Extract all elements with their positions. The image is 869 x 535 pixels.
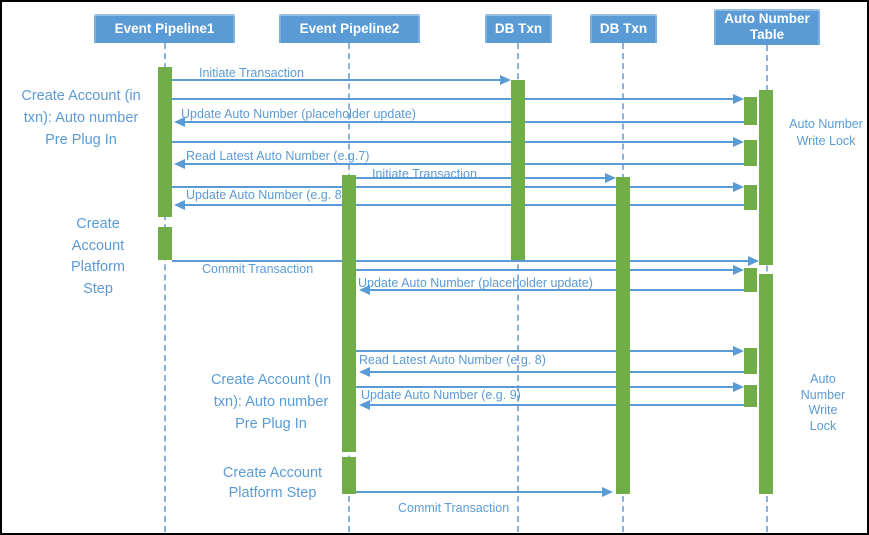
message-label: Commit Transaction	[202, 262, 314, 276]
arrowhead-left-icon	[174, 117, 185, 127]
write-lock-bar-1	[744, 97, 757, 125]
write-lock-bar-4	[744, 268, 757, 292]
message-line	[185, 163, 746, 165]
lifeline-db-txn-1	[517, 43, 519, 532]
message-label: Commit Transaction	[398, 501, 510, 515]
arrowhead-right-icon	[733, 137, 744, 147]
note-auto-number-write-lock-1: Auto Number Write Lock	[789, 117, 863, 148]
arrowhead-right-icon	[733, 94, 744, 104]
note-create-account-pre-plugin-2: Create Account (In txn): Auto number Pre…	[210, 372, 332, 432]
actor-db-txn-1: DB Txn	[485, 14, 552, 43]
message-line	[185, 121, 746, 123]
message-line	[370, 404, 746, 406]
message-label: Update Auto Number (placeholder update)	[358, 276, 593, 290]
message-label: Update Auto Number (e.g. 9)	[361, 388, 521, 402]
message-label: Initiate Transaction	[199, 66, 304, 80]
activation-bar-pipeline2-platform-step	[342, 457, 356, 494]
message-label: Initiate Transaction	[372, 167, 477, 181]
arrowhead-right-icon	[733, 346, 744, 356]
arrowhead-right-icon	[733, 382, 744, 392]
arrowhead-right-icon	[733, 182, 744, 192]
message-line	[172, 98, 733, 100]
message-label: Update Auto Number (e.g. 8)	[186, 188, 346, 202]
message-label: Read Latest Auto Number (e.g.7)	[186, 149, 370, 163]
activation-bar-db-txn-1	[511, 80, 525, 260]
activation-bar-pipeline1-platform-step	[158, 227, 172, 260]
actor-event-pipeline2: Event Pipeline2	[279, 14, 420, 43]
message-line	[172, 186, 733, 188]
note-create-account-platform-step-2: Create Account Platform Step	[222, 465, 323, 501]
message-label: Read Latest Auto Number (e.g. 8)	[359, 353, 546, 367]
message-line	[356, 386, 733, 388]
activation-bar-auto-number-table-1	[759, 90, 773, 265]
arrowhead-left-icon	[174, 200, 185, 210]
arrowhead-right-icon	[500, 75, 511, 85]
write-lock-bar-2	[744, 140, 757, 166]
arrowhead-right-icon	[748, 256, 759, 266]
message-line	[356, 350, 733, 352]
message-line	[356, 269, 733, 271]
arrowhead-left-icon	[174, 159, 185, 169]
activation-bar-auto-number-table-2	[759, 274, 773, 494]
message-line	[185, 204, 746, 206]
message-line	[172, 79, 500, 81]
arrowhead-left-icon	[359, 400, 370, 410]
message-line	[356, 491, 602, 493]
note-create-account-platform-step-1: Create Account Platform Step	[71, 216, 125, 297]
actor-db-txn-2: DB Txn	[590, 14, 657, 43]
actor-event-pipeline1: Event Pipeline1	[94, 14, 235, 43]
arrowhead-left-icon	[359, 367, 370, 377]
note-create-account-pre-plugin-1: Create Account (in txn): Auto number Pre…	[21, 88, 141, 148]
write-lock-bar-3	[744, 185, 757, 210]
write-lock-bar-5	[744, 348, 757, 374]
message-line	[172, 141, 733, 143]
lifeline-event-pipeline1	[164, 43, 166, 532]
arrowhead-right-icon	[605, 173, 616, 183]
arrowhead-right-icon	[733, 265, 744, 275]
activation-bar-pipeline2-txn	[342, 175, 356, 452]
message-label: Update Auto Number (placeholder update)	[181, 107, 416, 121]
message-line	[356, 177, 605, 179]
message-line	[370, 289, 746, 291]
message-line	[172, 260, 748, 262]
message-line	[370, 371, 746, 373]
write-lock-bar-6	[744, 385, 757, 407]
actor-auto-number-table: Auto Number Table	[714, 9, 820, 45]
arrowhead-right-icon	[602, 487, 613, 497]
arrowhead-left-icon	[359, 285, 370, 295]
activation-bar-db-txn-2	[616, 177, 630, 494]
activation-bar-pipeline1-txn	[158, 67, 172, 217]
note-auto-number-write-lock-2: Auto Number Write Lock	[800, 372, 846, 433]
